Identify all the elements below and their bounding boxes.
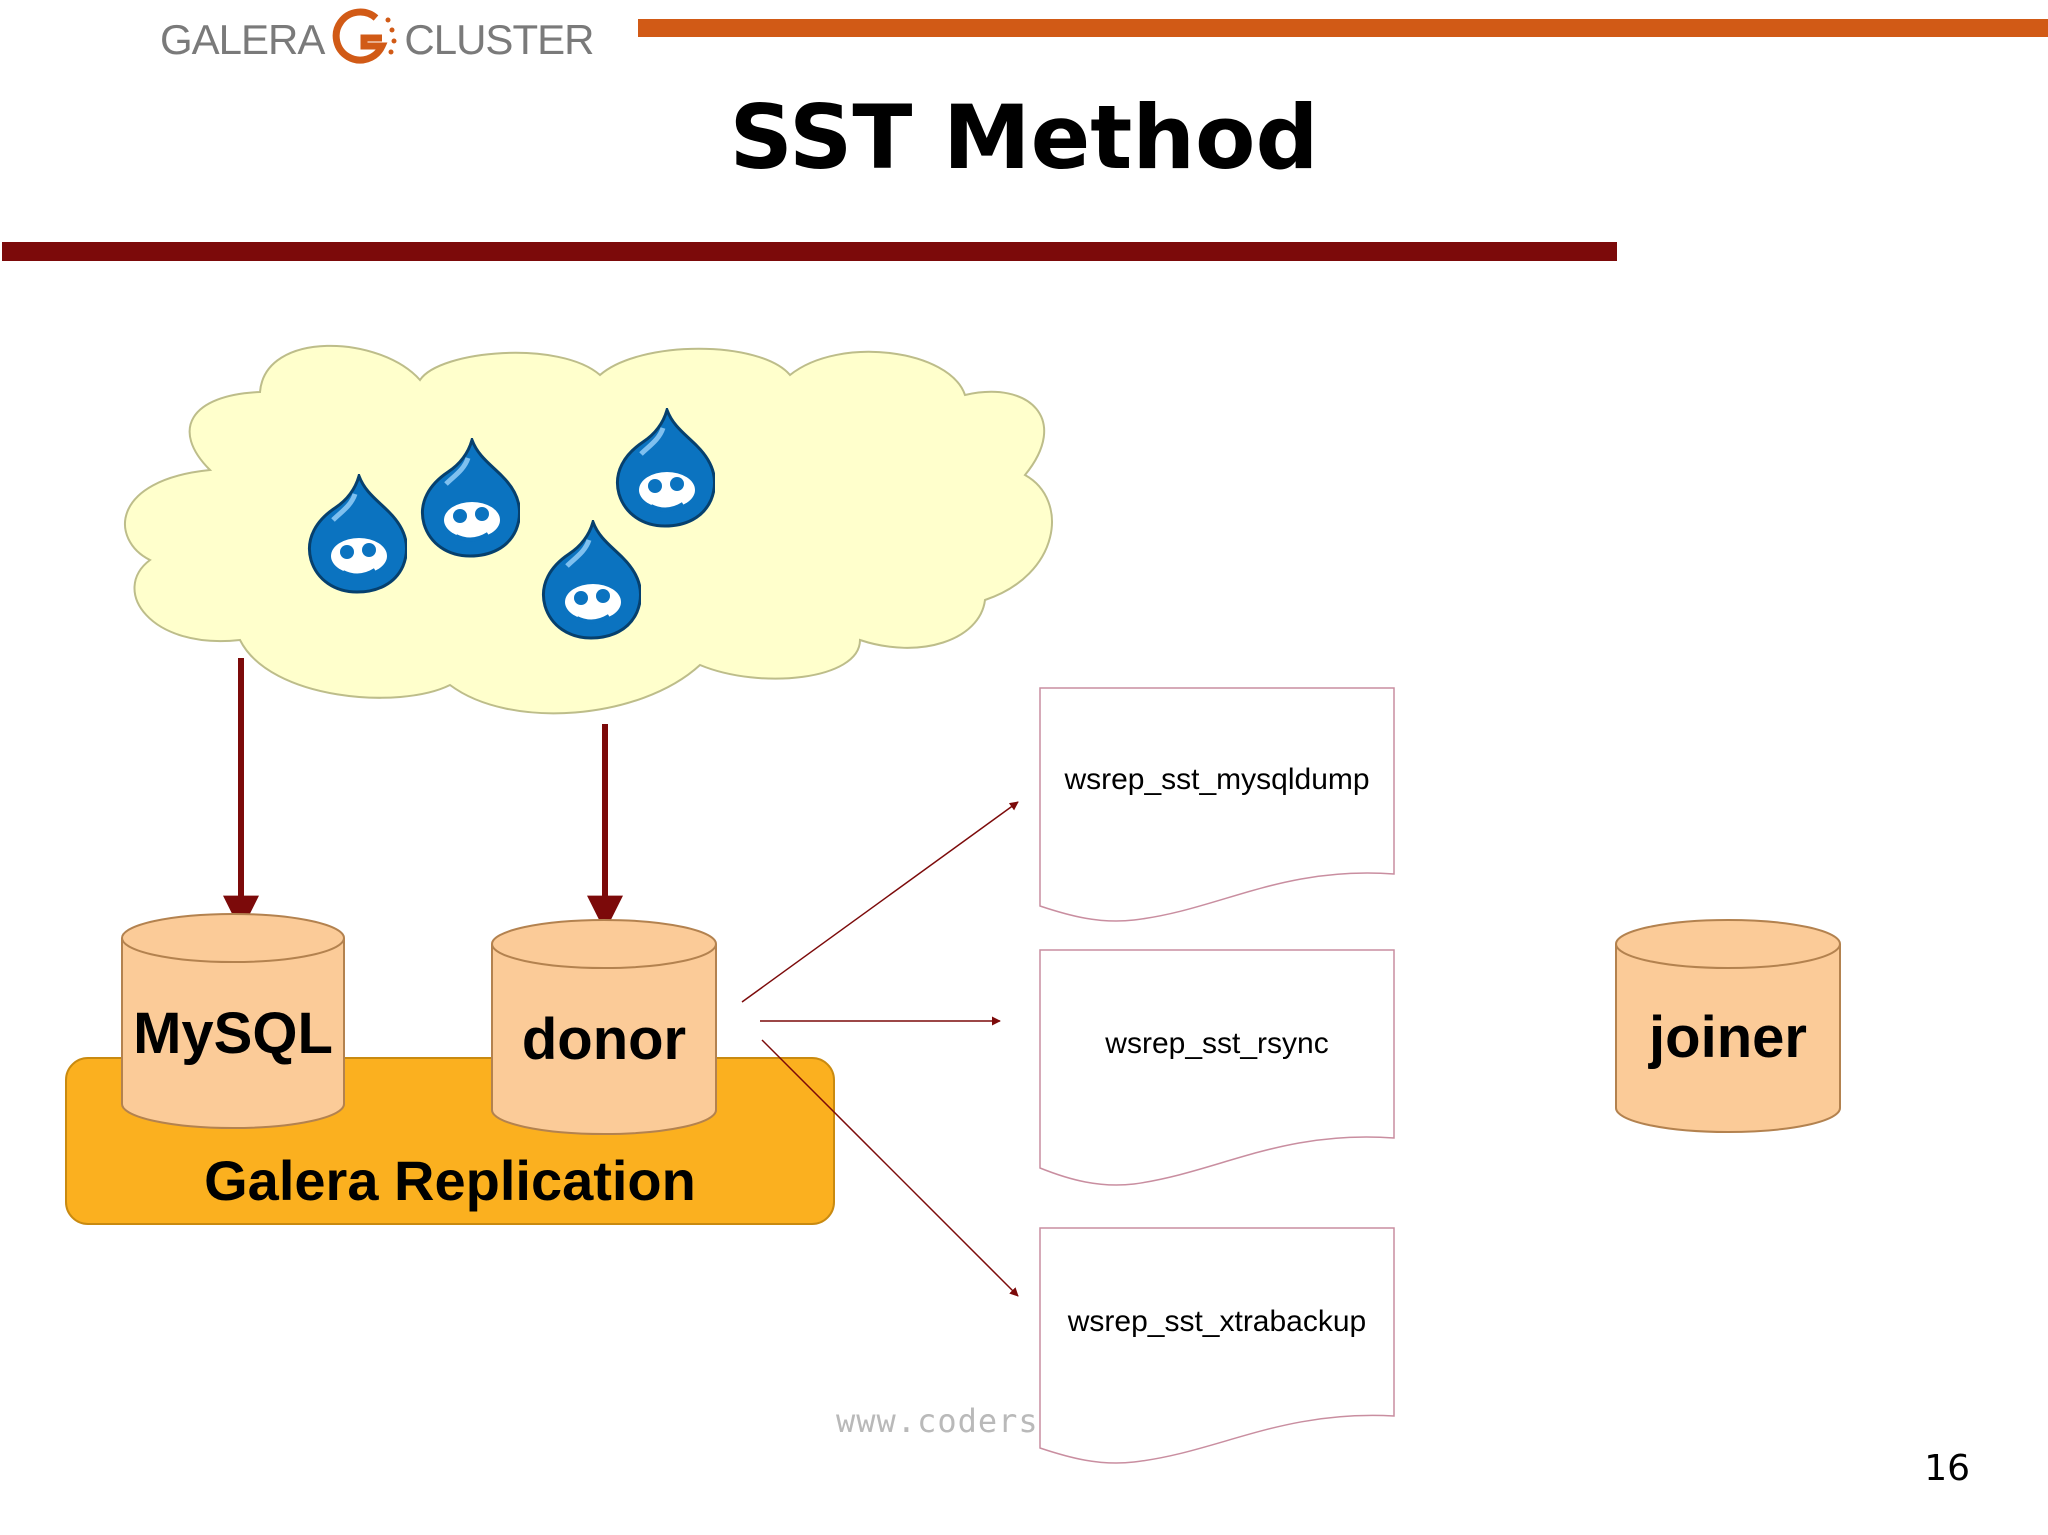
sst-method-rsync: wsrep_sst_rsync [1105, 1027, 1329, 1060]
title-rule [2, 242, 1617, 261]
cloud [124, 344, 1053, 715]
sst-method-mysqldump: wsrep_sst_mysqldump [1064, 763, 1370, 796]
mysql-label: MySQL [133, 1001, 333, 1066]
mysql-cylinder [121, 913, 345, 1129]
galera-g-icon [333, 8, 397, 64]
doc-rsync [1039, 949, 1395, 1186]
logo-left-text: GALERA [160, 16, 325, 63]
donor-label: donor [521, 1007, 687, 1072]
header-rule [638, 19, 2048, 37]
donor-to-mysqldump-arrow [741, 801, 1019, 1003]
donor-to-xtrabackup-arrow [761, 1039, 1019, 1297]
donor-cylinder [491, 919, 717, 1135]
joiner-label: joiner [1649, 1005, 1807, 1070]
watermark: www.coders [836, 1402, 1039, 1440]
joiner-cylinder [1615, 919, 1841, 1133]
doc-xtrabackup [1039, 1227, 1395, 1464]
doc-mysqldump [1039, 687, 1395, 922]
slide-title: SST Method [729, 86, 1319, 189]
galera-replication-label: Galera Replication [204, 1149, 696, 1212]
page-number: 16 [1924, 1448, 1970, 1489]
sst-method-xtrabackup: wsrep_sst_xtrabackup [1067, 1305, 1367, 1338]
galera-cluster-logo: GALERA CLUSTER [160, 4, 594, 76]
logo-right-text: CLUSTER [404, 16, 594, 63]
